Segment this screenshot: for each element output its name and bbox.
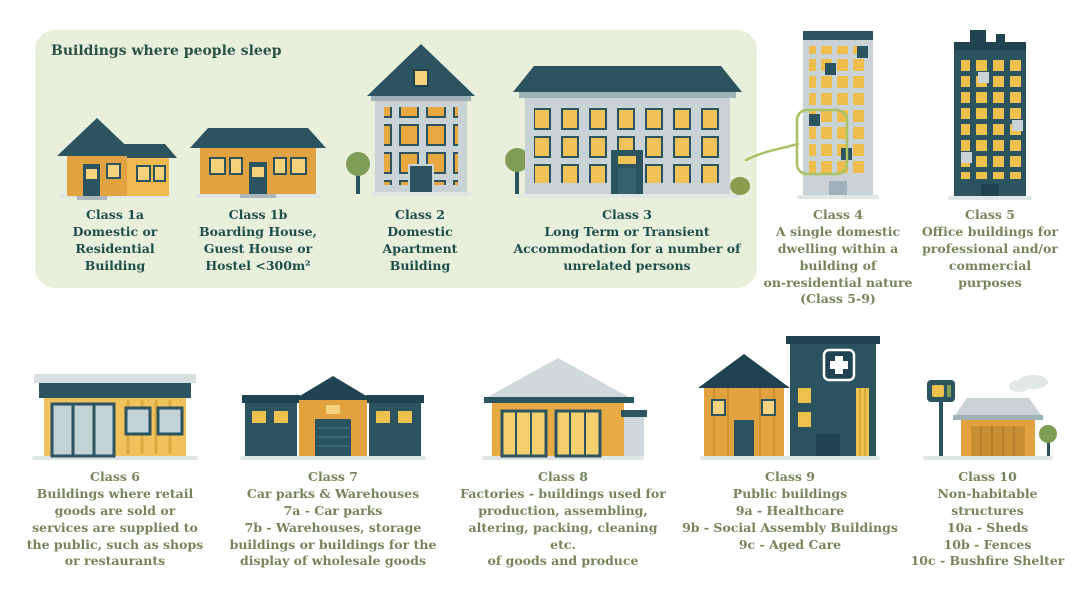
- class-10-item: Class 10 Non-habitable structures 10a - …: [905, 370, 1070, 570]
- class-5-item: Class 5 Office buildings for professiona…: [915, 28, 1065, 291]
- class-4-tower-illustration: [797, 31, 879, 199]
- class-8-label: Class 8 Factories - buildings used for p…: [460, 469, 666, 569]
- class-1b-item: Class 1b Boarding House, Guest House or …: [188, 120, 328, 275]
- class-2-apartment-illustration: [346, 44, 475, 196]
- class-1b-label: Class 1b Boarding House, Guest House or …: [199, 207, 317, 273]
- class-1a-house-illustration: [57, 118, 177, 200]
- class-10-label: Class 10 Non-habitable structures 10a - …: [910, 469, 1065, 569]
- class-6-label: Class 6 Buildings where retail goods are…: [26, 469, 204, 569]
- class-3-label: Class 3 Long Term or Transient Accommoda…: [513, 207, 741, 273]
- class-1a-item: Class 1a Domestic or Residential Buildin…: [55, 108, 177, 275]
- class-1a-label: Class 1a Domestic or Residential Buildin…: [72, 207, 158, 273]
- class-4-item: Class 4 A single domestic dwelling withi…: [763, 25, 913, 308]
- class-2-item: Class 2 Domestic Apartment Building: [345, 40, 495, 275]
- class-7-item: Class 7 Car parks & Warehouses 7a - Car …: [228, 367, 438, 570]
- class-5-office-tower-illustration: [948, 30, 1032, 200]
- class-10-shed-illustration: [923, 375, 1057, 460]
- class-4-label: Class 4 A single domestic dwelling withi…: [763, 207, 913, 307]
- class-3-accommodation-illustration: [504, 66, 750, 198]
- class-9-public-buildings-illustration: [697, 336, 880, 460]
- class-6-item: Class 6 Buildings where retail goods are…: [25, 362, 205, 570]
- class-9-label: Class 9 Public buildings 9a - Healthcare…: [682, 469, 898, 552]
- class-1b-house-illustration: [190, 128, 326, 198]
- class-7-warehouse-illustration: [240, 376, 426, 460]
- panel-title: Buildings where people sleep: [51, 43, 282, 59]
- class-9-item: Class 9 Public buildings 9a - Healthcare…: [675, 322, 905, 553]
- class-6-shop-illustration: [32, 374, 198, 460]
- class-8-item: Class 8 Factories - buildings used for p…: [458, 350, 668, 570]
- class-2-label: Class 2 Domestic Apartment Building: [382, 207, 458, 273]
- class-5-label: Class 5 Office buildings for professiona…: [921, 207, 1059, 290]
- class-8-factory-illustration: [482, 358, 647, 460]
- class-7-label: Class 7 Car parks & Warehouses 7a - Car …: [229, 469, 437, 569]
- class-3-item: Class 3 Long Term or Transient Accommoda…: [502, 52, 752, 275]
